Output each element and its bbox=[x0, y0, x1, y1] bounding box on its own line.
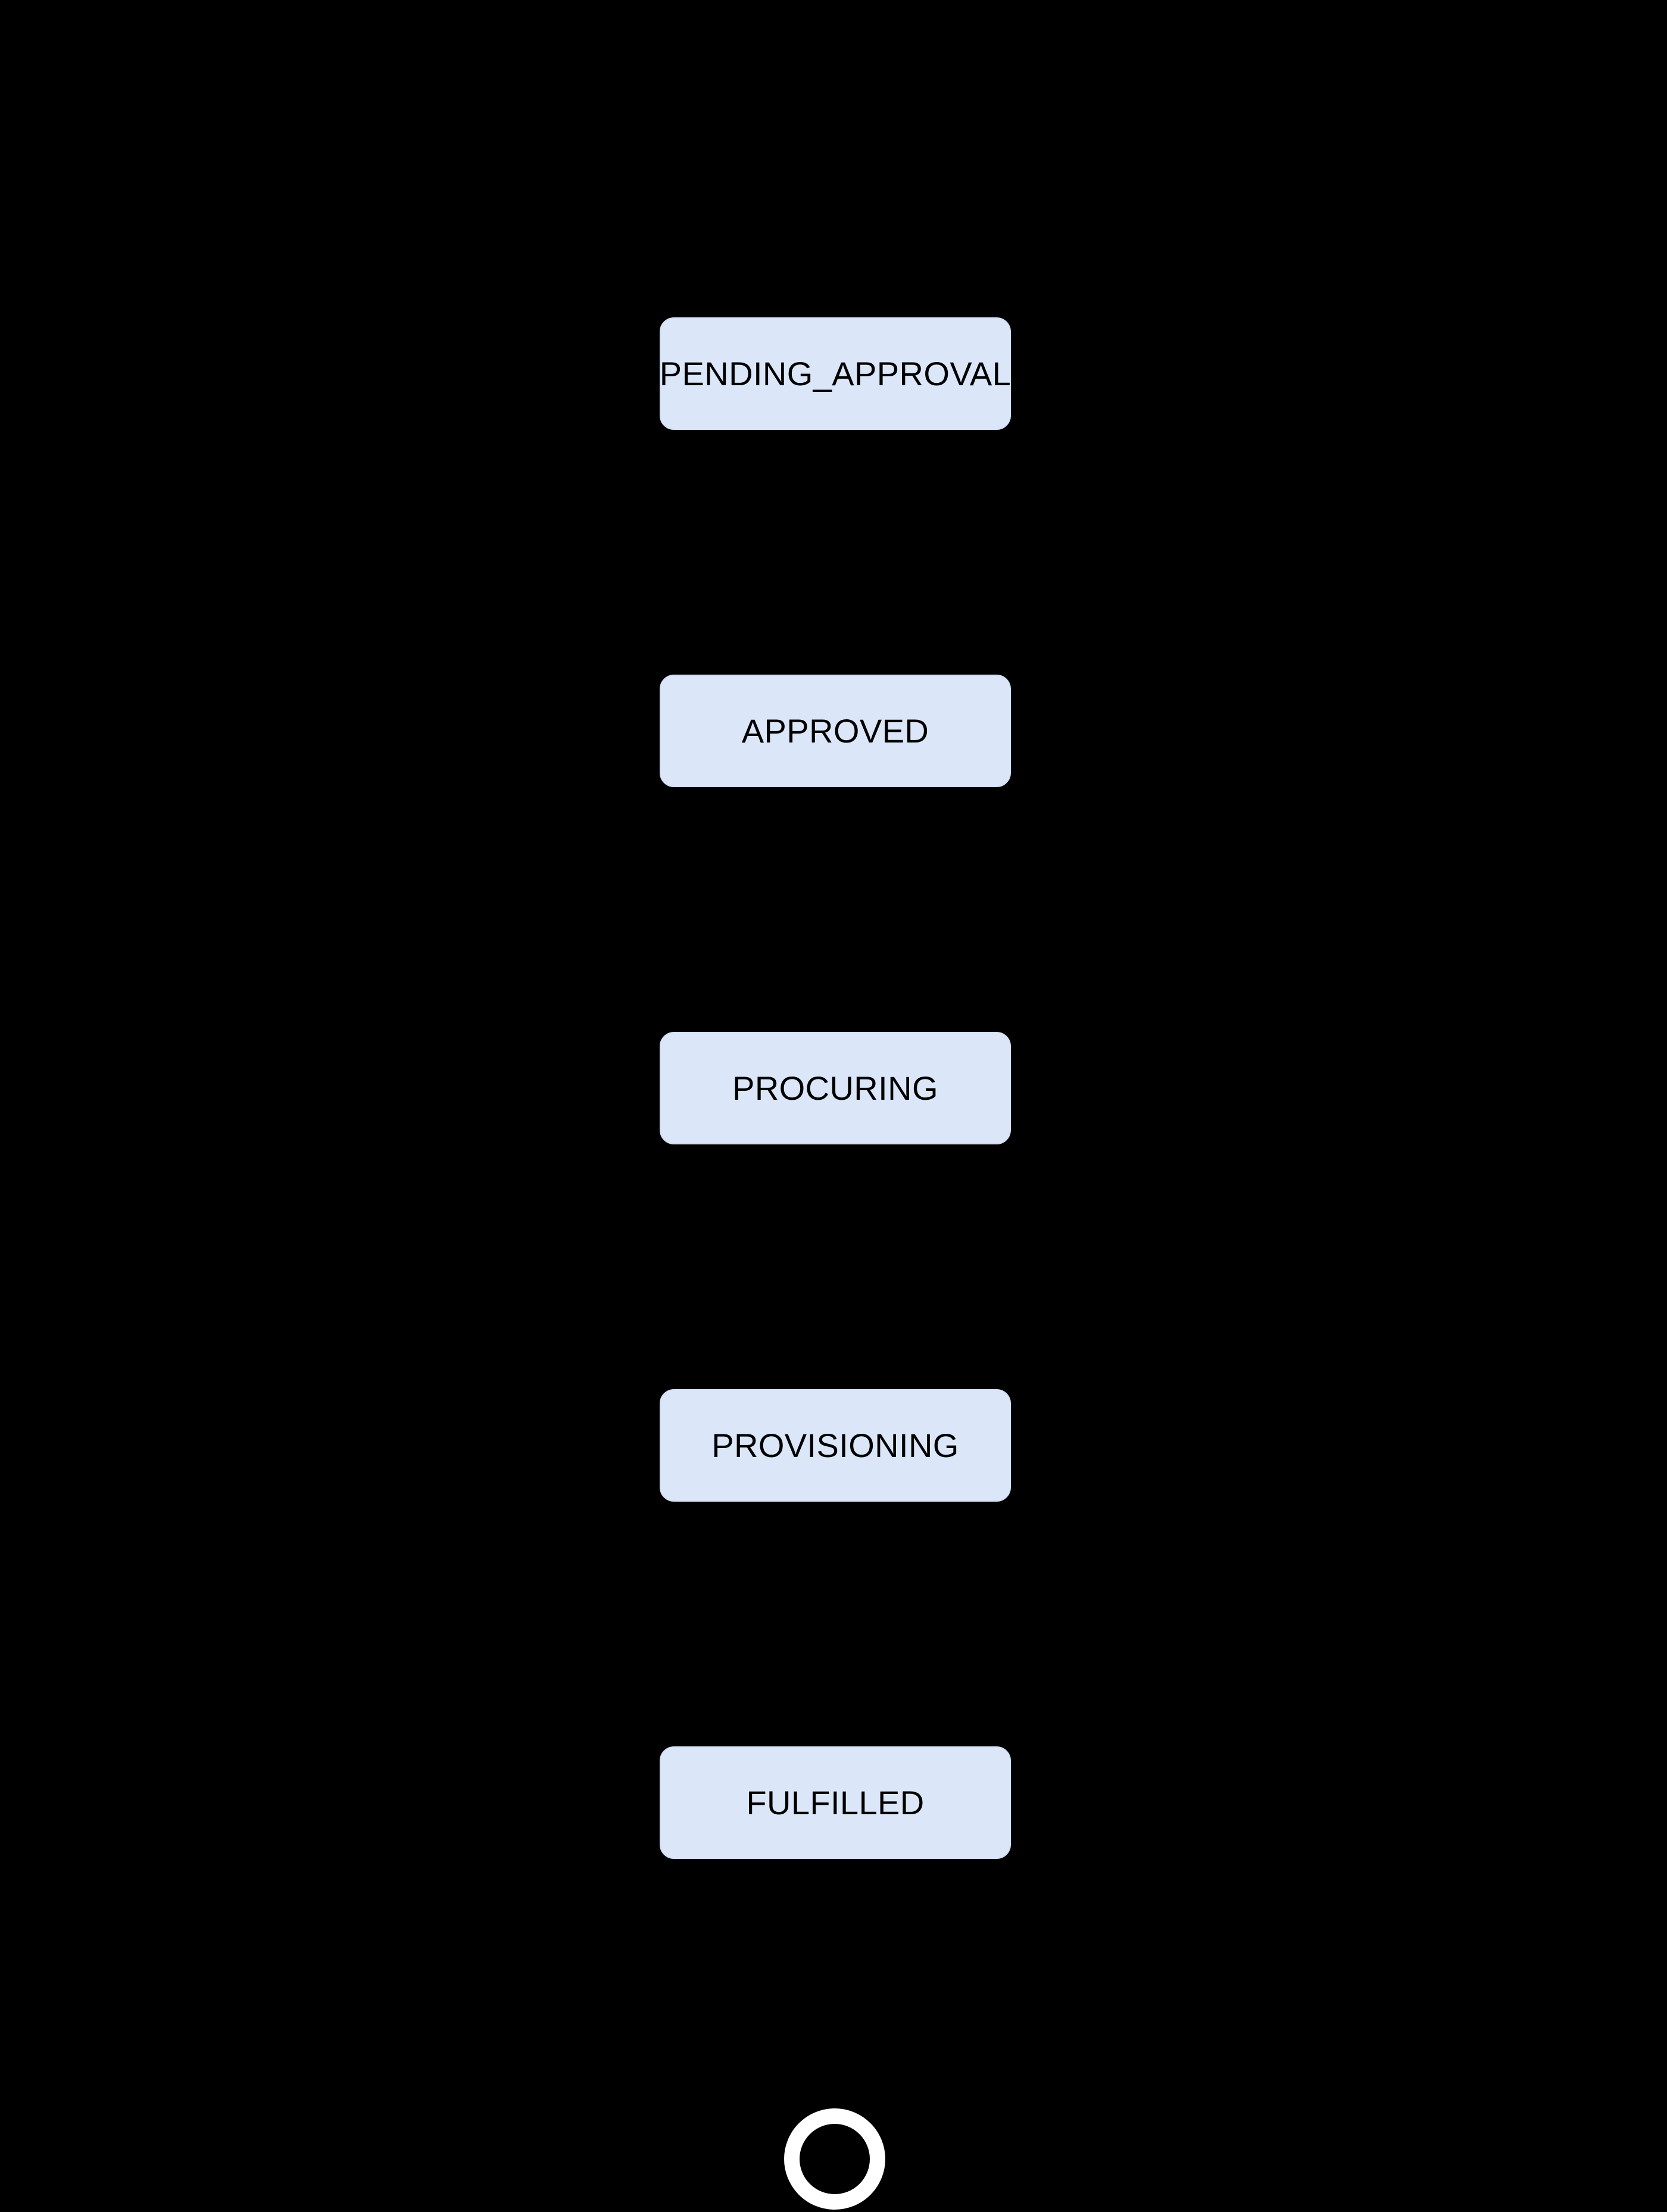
state-node-pending-approval[interactable]: PENDING_APPROVAL bbox=[660, 317, 1011, 430]
transition-procuring-to-provisioning bbox=[834, 1144, 836, 1389]
state-node-fulfilled[interactable]: FULFILLED bbox=[660, 1746, 1011, 1859]
transition-fulfilled-to-end-state bbox=[834, 1859, 836, 2108]
state-node-procuring[interactable]: PROCURING bbox=[660, 1032, 1011, 1144]
state-node-provisioning[interactable]: PROVISIONING bbox=[660, 1389, 1011, 1502]
state-label-fulfilled: FULFILLED bbox=[746, 1783, 925, 1821]
state-label-pending-approval: PENDING_APPROVAL bbox=[659, 354, 1012, 392]
transition-pending-approval-to-approved bbox=[834, 430, 836, 675]
state-node-approved[interactable]: APPROVED bbox=[660, 675, 1011, 787]
state-label-approved: APPROVED bbox=[741, 712, 929, 750]
state-label-provisioning: PROVISIONING bbox=[711, 1426, 959, 1464]
transition-approved-to-procuring bbox=[834, 787, 836, 1032]
state-label-procuring: PROCURING bbox=[732, 1069, 938, 1107]
transition-provisioning-to-fulfilled bbox=[834, 1502, 836, 1746]
end-state-node[interactable] bbox=[784, 2108, 885, 2210]
